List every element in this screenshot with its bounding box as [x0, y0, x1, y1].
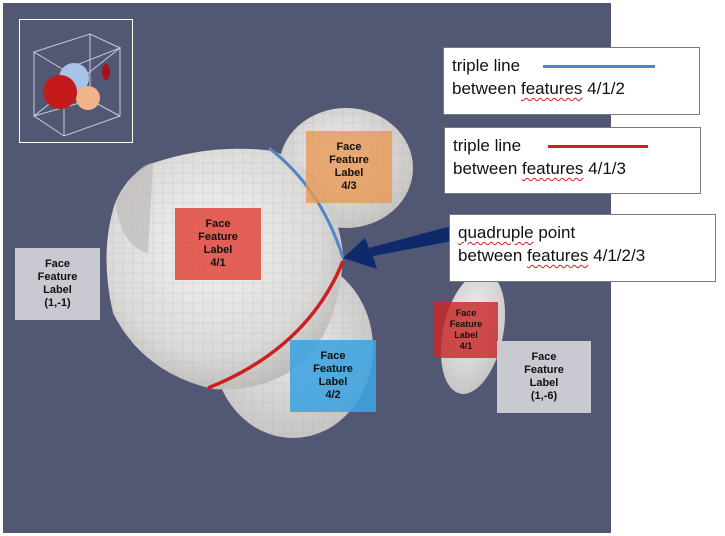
- face-label-4-1-main: Face Feature Label 4/1: [175, 208, 261, 280]
- label-line: Face: [336, 141, 362, 153]
- triple-line-413: [207, 260, 345, 390]
- orientation-inset[interactable]: [19, 19, 133, 143]
- callout-text: features: [521, 79, 583, 98]
- label-line: Feature: [313, 363, 353, 375]
- callout-text: triple line: [452, 56, 521, 75]
- face-label-4-3: Face Feature Label 4/3: [306, 131, 392, 203]
- label-line: Face: [320, 350, 346, 362]
- callout-text: point: [533, 223, 576, 242]
- callout-line-1: triple line: [452, 54, 691, 77]
- label-line: Label: [318, 376, 348, 388]
- label-line: 4/1: [459, 341, 473, 351]
- label-line: (1,-6): [530, 390, 558, 402]
- face-label-1-m6: Face Feature Label (1,-6): [497, 341, 591, 413]
- callout-text: 4/1/2: [582, 79, 625, 98]
- callout-text: between: [452, 79, 521, 98]
- callout-line-2: between features 4/1/2: [452, 77, 691, 100]
- callout-line-2: between features 4/1/3: [453, 157, 692, 180]
- callout-text: between: [453, 159, 522, 178]
- inset-scene: [32, 33, 122, 137]
- callout-text: triple line: [453, 136, 522, 155]
- label-line: Feature: [449, 319, 483, 329]
- callout-text: features: [522, 159, 584, 178]
- quadruple-arrow: [343, 225, 463, 269]
- label-line: Feature: [329, 154, 369, 166]
- label-line: Face: [44, 258, 71, 270]
- label-line: Feature: [37, 271, 78, 283]
- callout-text: 4/1/2/3: [588, 246, 646, 265]
- label-line: (1,-1): [44, 297, 71, 309]
- callout-text: features: [527, 246, 589, 265]
- callout-line-1: quadruple point: [458, 221, 707, 244]
- face-label-1-m1: Face Feature Label (1,-1): [15, 248, 100, 320]
- label-line: 4/2: [325, 389, 341, 401]
- callout-text: quadruple: [458, 223, 534, 242]
- callout-line-1: triple line: [453, 134, 692, 157]
- label-line: Label: [43, 284, 72, 296]
- callout-text: between: [458, 246, 527, 265]
- legend-line-red: [547, 145, 648, 149]
- label-line: Face: [531, 351, 557, 363]
- label-line: Label: [454, 330, 478, 340]
- callout-line-2: between features 4/1/2/3: [458, 244, 707, 267]
- callout-triple-line-412: triple line between features 4/1/2: [443, 47, 700, 115]
- face-label-4-2: Face Feature Label 4/2: [290, 340, 376, 412]
- label-line: 4/3: [341, 180, 357, 192]
- label-line: Label: [334, 167, 364, 179]
- callout-quadruple-point: quadruple point between features 4/1/2/3: [449, 214, 716, 282]
- label-line: Feature: [524, 364, 564, 376]
- label-line: 4/1: [210, 257, 226, 269]
- face-label-4-1-small: Face Feature Label 4/1: [434, 302, 498, 358]
- label-line: Label: [529, 377, 559, 389]
- label-line: Label: [203, 244, 233, 256]
- label-line: Face: [205, 218, 231, 230]
- callout-text: 4/1/3: [583, 159, 626, 178]
- callout-triple-line-413: triple line between features 4/1/3: [444, 127, 701, 194]
- label-line: Face: [455, 308, 477, 318]
- legend-line-blue: [542, 65, 655, 69]
- label-line: Feature: [198, 231, 238, 243]
